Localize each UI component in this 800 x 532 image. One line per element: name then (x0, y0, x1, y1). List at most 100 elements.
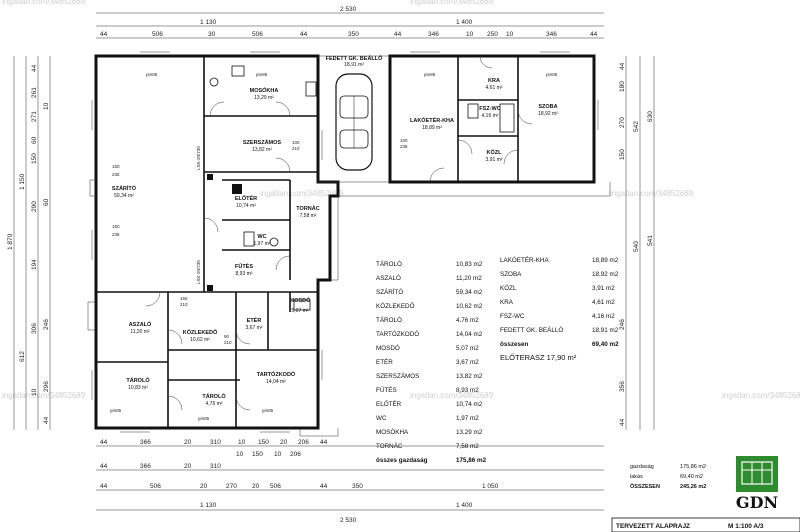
table-row-name: LAKÓETÉR-KHA (500, 255, 549, 264)
opening-label: 210 (292, 146, 300, 151)
room-area: 7,58 m² (300, 213, 317, 219)
drawing-title: TERVEZETT ALAPRAJZ (616, 523, 690, 530)
room-area: 59,34 m² (114, 193, 134, 199)
watermarks: ingatlan.com/34852689 ingatlan.com/34852… (2, 0, 800, 400)
room-area: 10,74 m² (236, 203, 256, 209)
table-total-label: összesen (500, 341, 529, 348)
dim-top-seg: 44 (590, 31, 598, 38)
dim-right-seg: 356 (619, 381, 626, 392)
watermark-text: ingatlan.com/34852689 (260, 189, 344, 198)
dim-bottom-seg: 44 (320, 439, 328, 446)
drawing-scale: M 1:100 A/3 (728, 523, 764, 530)
room-labels: MOSÓKHA 13,29 m² SZERSZÁMOS 13,82 m² SZÁ… (112, 54, 558, 407)
table-row-value: 14,04 m2 (456, 331, 483, 338)
dim-bottom-total: 2 530 (340, 517, 357, 524)
opening-label: 150 (112, 164, 120, 169)
watermark-text: ingatlan.com/34852689 (410, 391, 494, 400)
dim-top-seg: 44 (300, 31, 308, 38)
table-row-value: 13,29 m2 (456, 429, 483, 436)
dim-right-upper2: 630 (647, 111, 654, 122)
window-label: pm85 (546, 72, 558, 77)
dim-top-total: 2 530 (340, 6, 357, 13)
dim-right-seg: 44 (619, 418, 626, 426)
dim-left-seg: 10 (31, 388, 38, 396)
logo-text: GDN (736, 493, 778, 512)
opening-label: 100 (292, 140, 300, 145)
table-row-value: 18,92 m2 (592, 271, 619, 278)
watermark-text: ingatlan.com/34852689 (610, 189, 694, 198)
room-name: SZERSZÁMOS (243, 139, 282, 146)
room-name: ETÉR (247, 316, 262, 324)
dim-left-seg: 194 (31, 259, 38, 270)
table-row-name: ASZALÓ (376, 273, 401, 282)
room-area: 8,93 m² (236, 271, 253, 277)
room-name: ASZALÓ (129, 320, 152, 328)
room-name: KÖZL (487, 149, 503, 156)
summary-value: 175,86 m2 (680, 464, 706, 470)
table-row-value: 10,62 m2 (456, 303, 483, 310)
table-row-name: TÁROLÓ (376, 315, 402, 324)
summary-name: ÖSSZESEN (630, 483, 660, 490)
room-area: 10,62 m² (190, 337, 210, 343)
walls (87, 54, 611, 437)
dim-top-seg: 10 (466, 31, 474, 38)
summary-name: lakás (630, 474, 643, 480)
dim-left-seg: 10 (43, 102, 50, 110)
dim-top-seg: 30 (208, 31, 216, 38)
dim-top-seg: 506 (152, 31, 163, 38)
bathroom-fixtures (207, 65, 515, 311)
table-row-name: ELŐTÉR (376, 399, 402, 408)
dim-right-seg: 150 (619, 149, 626, 160)
table-row-name: FŰTÉS (376, 385, 397, 394)
small-annotations: pm85 pm85 pm85 pm85 pm85 pm85 pm85 LSK-2… (110, 72, 558, 421)
room-name: FEDETT GK. BEÁLLÓ (326, 54, 384, 62)
dim-bottom-seg: 310 (210, 439, 221, 446)
dim-bottom-seg: 20 (184, 463, 192, 470)
room-name: TÁROLÓ (126, 376, 150, 384)
room-name: SZOBA (538, 104, 557, 110)
dim-bottom-seg: 366 (140, 439, 151, 446)
lintel-label: LSK-20/730 (196, 146, 201, 170)
dim-left-upper: 1 150 (19, 173, 26, 190)
door-swings (145, 55, 533, 411)
dim-bottom-seg: 206 (290, 451, 301, 458)
dim-bottom-seg: 310 (210, 463, 221, 470)
dim-right-seg: 270 (619, 117, 626, 128)
dim-bottom-seg: 20 (184, 439, 192, 446)
table-row-value: 4,61 m2 (592, 299, 615, 306)
dim-left-seg: 246 (43, 319, 50, 330)
opening-label: 210 (224, 340, 232, 345)
area-table-right: LAKÓETÉR-KHA 18,89 m2 SZOBA 18,92 m2 KÖZ… (500, 255, 619, 362)
dim-bottom-seg: 206 (298, 439, 309, 446)
window-label: pm85 (256, 72, 268, 77)
table-row-value: 59,34 m2 (456, 289, 483, 296)
opening-label: 235 (400, 144, 408, 149)
room-name: TÁROLÓ (202, 392, 226, 400)
dim-left-seg: 44 (31, 64, 38, 72)
table-row-name: KRA (500, 299, 514, 306)
room-name: LAKÓETÉR-KHA (410, 116, 454, 124)
room-area: 14,04 m² (266, 379, 286, 385)
dim-top-right: 1 400 (456, 19, 473, 26)
dim-bottom-seg: 270 (226, 483, 237, 490)
dim-bottom-seg: 150 (252, 451, 263, 458)
table-row-value: 7,58 m2 (456, 443, 479, 450)
table-row-name: KÖZLEKEDŐ (376, 301, 415, 310)
table-row-value: 1,97 m2 (456, 415, 479, 422)
window-label: pm85 (198, 416, 210, 421)
room-area: 18,91 m² (344, 62, 364, 68)
watermark-text: ingatlan.com/34852689 (2, 0, 86, 6)
area-table-left: TÁROLÓ 10,83 m2 ASZALÓ 11,20 m2 SZÁRÍTÓ … (376, 259, 487, 464)
dim-bottom-seg: 506 (270, 483, 281, 490)
watermark-text: ingatlan.com/34852689 (722, 391, 800, 400)
dim-left-seg: 44 (43, 416, 50, 424)
dim-right-seg: 246 (619, 319, 626, 330)
dim-left-seg: 261 (31, 87, 38, 98)
dim-top-left: 1 130 (200, 19, 217, 26)
dim-bottom-seg: 44 (100, 439, 108, 446)
table-row-name: FSZ-WC (500, 313, 525, 320)
opening-label: 160 (180, 296, 188, 301)
room-name: SZÁRÍTÓ (112, 184, 137, 192)
table-row-value: 4,16 m2 (592, 313, 615, 320)
